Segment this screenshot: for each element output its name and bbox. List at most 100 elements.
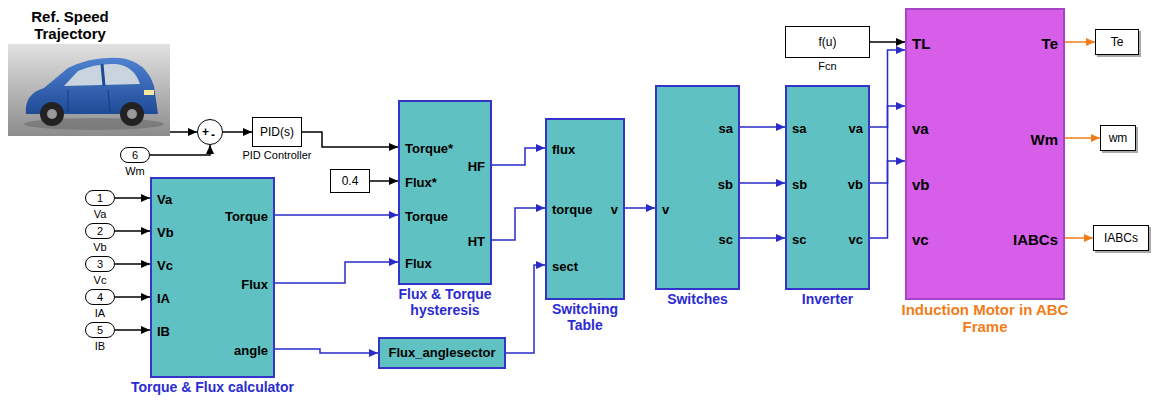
block-caption: Ref. Speed Trajectory xyxy=(8,8,132,42)
signal-wire xyxy=(740,237,785,239)
port-label: Va xyxy=(157,192,172,208)
inport-block: 2Vb xyxy=(85,223,115,239)
block-caption: Inverter xyxy=(773,291,883,307)
block-caption: PID Controller xyxy=(232,149,322,162)
port-label: IABCs xyxy=(1104,231,1138,245)
signal-wire xyxy=(870,41,905,43)
port-label: v xyxy=(662,202,669,218)
port-label: Torque* xyxy=(405,141,453,157)
block-caption: IA xyxy=(80,307,120,320)
port-label: IA xyxy=(157,291,170,307)
signal-wire xyxy=(1065,137,1100,139)
block-caption: Wm xyxy=(115,165,155,178)
port-label: wm xyxy=(1109,131,1128,145)
port-label: 4 xyxy=(97,291,103,303)
signal-wire xyxy=(506,265,545,353)
port-label: 6 xyxy=(132,149,138,161)
signal-wire xyxy=(275,262,398,283)
subsystem-block: sasbscvavbvcInverter xyxy=(785,85,870,290)
inport-block: 5IB xyxy=(85,322,115,338)
port-label: Te xyxy=(1042,36,1058,52)
inport-block: 6Wm xyxy=(120,147,150,163)
block-caption: Torque & Flux calculator xyxy=(108,379,318,395)
port-label: sb xyxy=(792,177,807,193)
port-label: va xyxy=(912,121,929,137)
signal-wire xyxy=(740,182,785,184)
subsystem-block: Flux_anglesector xyxy=(378,337,506,369)
port-label: sb xyxy=(718,177,733,193)
subsystem-block: vsasbscSwitches xyxy=(655,85,740,290)
port-label: + xyxy=(202,125,209,139)
signal-wire xyxy=(115,296,150,298)
port-label: sa xyxy=(792,121,806,137)
port-label: vb xyxy=(912,177,930,193)
sum-block: +- xyxy=(197,119,223,145)
signal-wire xyxy=(275,349,378,353)
block-caption: Induction Motor in ABC Frame xyxy=(897,301,1073,335)
signal-wire xyxy=(115,263,150,265)
port-label: PID(s) xyxy=(260,125,294,139)
signal-wire xyxy=(1065,41,1095,43)
inport-block: 1Va xyxy=(85,190,115,206)
subsystem-block: Torque*Flux*TorqueFluxHFHTFlux & Torque … xyxy=(398,100,492,285)
port-label: 3 xyxy=(97,258,103,270)
port-label: sc xyxy=(792,232,806,248)
signal-wire xyxy=(740,126,785,128)
port-label: IABCs xyxy=(1013,232,1058,248)
port-label: 0.4 xyxy=(342,174,359,188)
subsystem-block: fluxtorquesectvSwitching Table xyxy=(545,118,625,300)
port-label: Flux xyxy=(405,256,432,272)
port-label: Flux* xyxy=(405,175,437,191)
signal-wire xyxy=(492,148,545,165)
pid-block: PID(s)PID Controller xyxy=(252,117,302,147)
port-label: vc xyxy=(849,232,863,248)
constant-block: 0.4 xyxy=(330,169,370,193)
port-label: vc xyxy=(912,232,929,248)
outport-block: wm xyxy=(1100,125,1136,151)
port-label: f(u) xyxy=(819,35,837,49)
car-picture xyxy=(8,44,170,136)
port-label: torque xyxy=(552,202,592,218)
inport-block: 4IA xyxy=(85,289,115,305)
signal-wire xyxy=(275,214,398,216)
signal-wire xyxy=(625,207,655,209)
signal-wire xyxy=(492,208,545,240)
port-label: v xyxy=(611,202,618,218)
port-label: 1 xyxy=(97,192,103,204)
function-block: f(u)Fcn xyxy=(785,26,870,58)
port-label: Torque xyxy=(225,209,268,225)
port-label: angle xyxy=(234,343,268,359)
block-caption: Vb xyxy=(80,241,120,254)
port-label: 2 xyxy=(97,225,103,237)
port-label: Flux_anglesector xyxy=(389,345,496,361)
port-label: Flux xyxy=(241,277,268,293)
signal-wire xyxy=(302,132,398,147)
signal-wire xyxy=(370,180,398,182)
port-label: HF xyxy=(468,159,485,175)
port-label: Te xyxy=(1111,35,1124,49)
signal-wire xyxy=(150,145,210,155)
signal-wire xyxy=(115,197,150,199)
block-caption: Switching Table xyxy=(535,301,635,333)
signal-wire xyxy=(115,329,150,331)
port-label: Wm xyxy=(1031,132,1059,148)
motor-block: TLvavbvcTeWmIABCsInduction Motor in ABC … xyxy=(905,8,1065,300)
signal-wire xyxy=(870,161,905,238)
block-caption: Fcn xyxy=(798,60,858,73)
signal-wire xyxy=(170,131,197,133)
port-label: Torque xyxy=(405,209,448,225)
subsystem-block: VaVbVcIAIBTorqueFluxangleTorque & Flux c… xyxy=(150,177,275,378)
outport-block: Te xyxy=(1095,29,1139,55)
block-caption: IB xyxy=(80,340,120,353)
port-label: flux xyxy=(552,142,575,158)
port-label: - xyxy=(211,128,215,142)
port-label: 5 xyxy=(97,324,103,336)
port-label: sect xyxy=(552,259,578,275)
port-label: IB xyxy=(157,324,170,340)
port-label: sc xyxy=(719,232,733,248)
block-caption: Flux & Torque hysteresis xyxy=(380,286,510,318)
signal-wire xyxy=(115,230,150,232)
port-label: Vb xyxy=(157,225,174,241)
port-label: va xyxy=(849,121,863,137)
